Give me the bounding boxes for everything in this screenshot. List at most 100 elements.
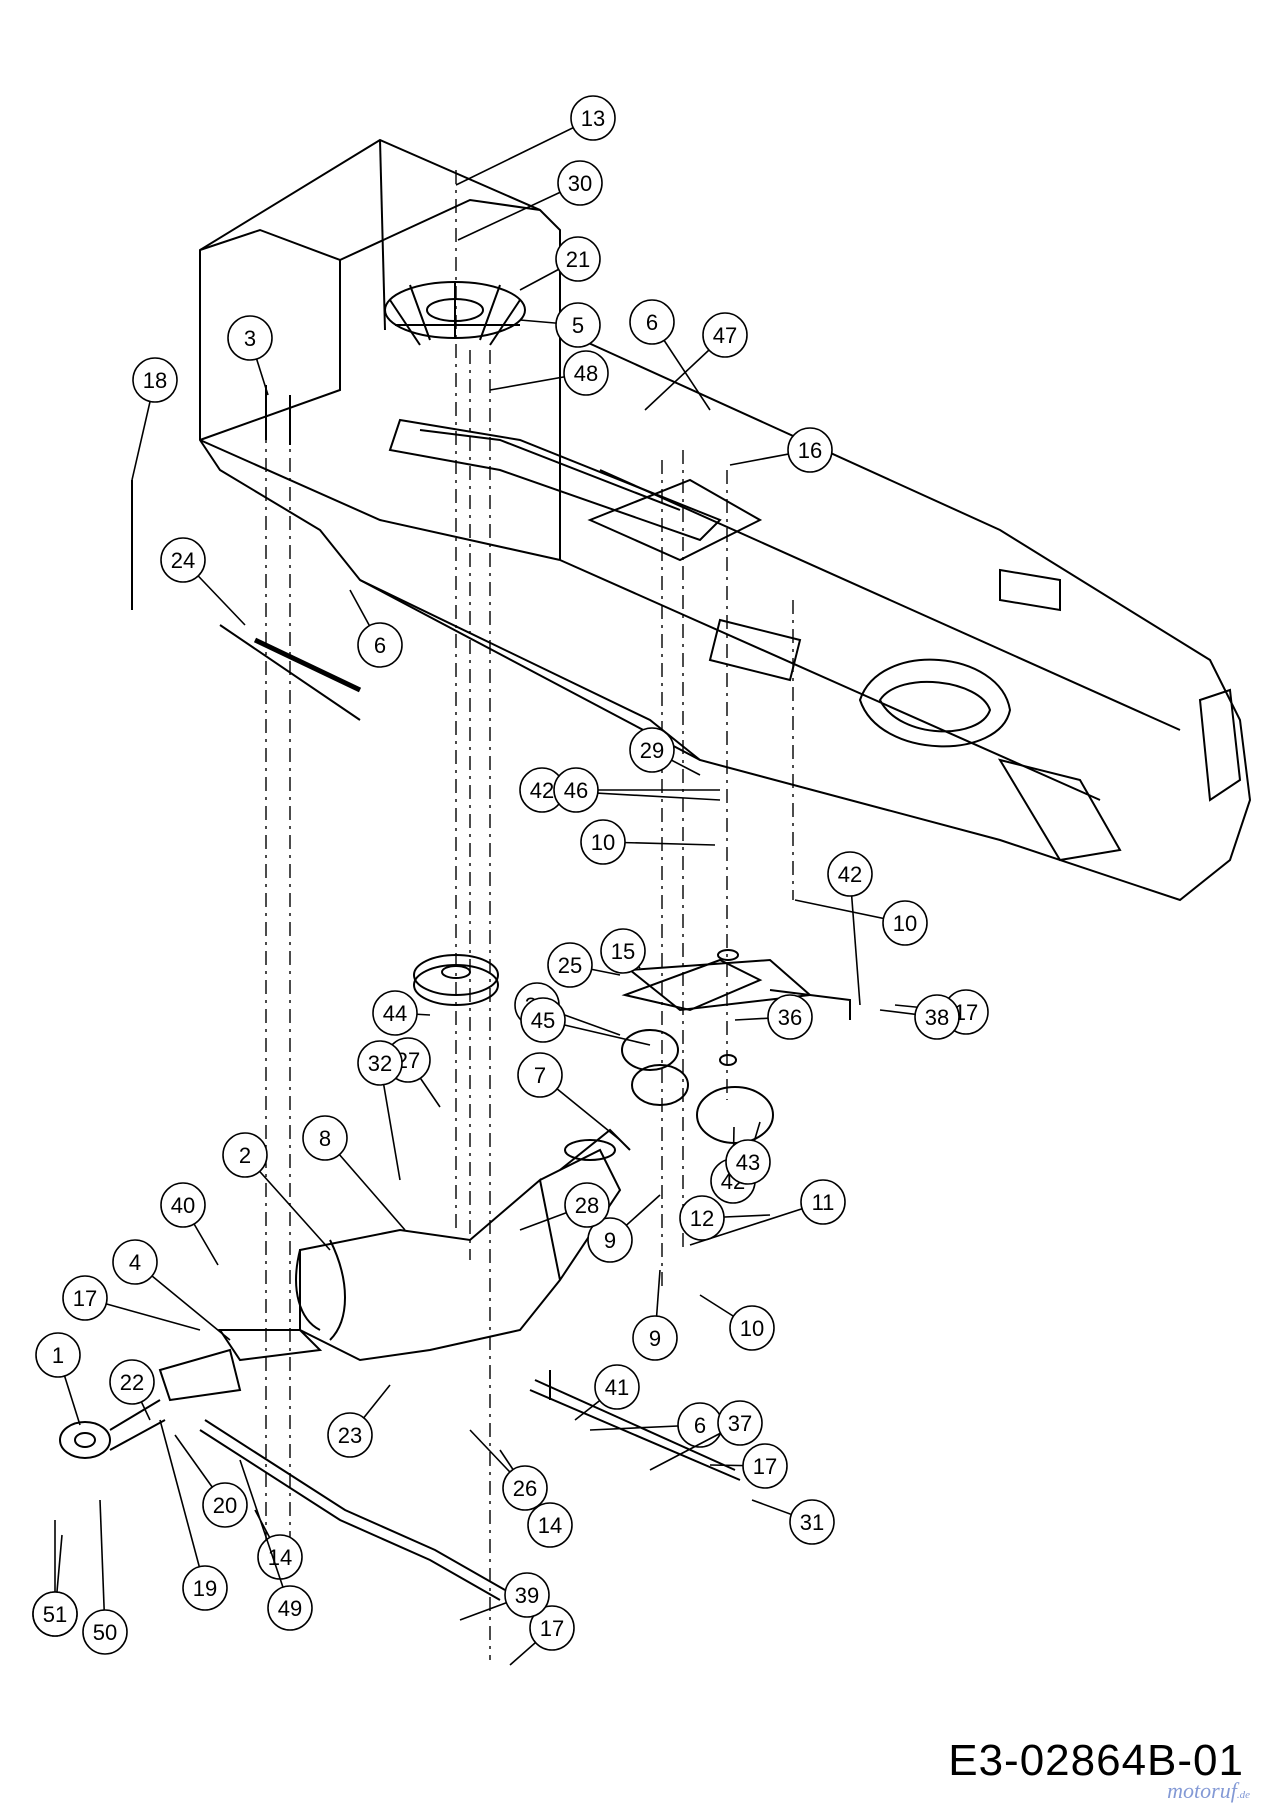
callout-leader [159, 1419, 206, 1589]
callout-label: 43 [736, 1150, 760, 1175]
callout-circle [227, 315, 273, 361]
callout-circle [555, 236, 601, 282]
callout-circle [504, 1572, 550, 1618]
callout-leader [455, 117, 594, 186]
callout-circle [82, 1609, 128, 1655]
callout-label: 41 [605, 1375, 629, 1400]
callout-circle [35, 1332, 81, 1378]
callout-circle [357, 622, 403, 668]
callout-label: 40 [171, 1193, 195, 1218]
callout-circle [372, 990, 418, 1036]
document-code: E3-02864B-01 [948, 1736, 1244, 1785]
callout-circle [717, 1400, 763, 1446]
callout-label: 26 [513, 1476, 537, 1501]
cooling-fan [384, 281, 526, 346]
callout-circle [160, 1182, 206, 1228]
callout-circle [302, 1115, 348, 1161]
callout-label: 9 [649, 1326, 661, 1351]
callout-circle [767, 994, 813, 1040]
dash-centerlines [265, 170, 794, 1660]
callout-label: 42 [838, 862, 862, 887]
callout-label: 4 [129, 1250, 141, 1275]
callout-circle [827, 851, 873, 897]
callout-label: 25 [558, 953, 582, 978]
callout-circle [725, 1139, 771, 1185]
callout-label: 42 [530, 778, 554, 803]
callout-label: 14 [268, 1545, 292, 1570]
callout-label: 12 [690, 1206, 714, 1231]
callout-circle [267, 1585, 313, 1631]
callout-label: 50 [93, 1620, 117, 1645]
callout-circle [600, 928, 646, 974]
callout-circle [112, 1239, 158, 1285]
callout-label: 20 [213, 1493, 237, 1518]
callout-label: 38 [925, 1005, 949, 1030]
callout-label: 15 [611, 939, 635, 964]
callout-label: 44 [383, 1001, 407, 1026]
callout-circle [882, 900, 928, 946]
callout-circle [62, 1275, 108, 1321]
callout-circle [529, 1605, 575, 1651]
callout-circle [729, 1305, 775, 1351]
callout-label: 17 [540, 1616, 564, 1641]
callout-label: 32 [368, 1051, 392, 1076]
callout-circle [914, 994, 960, 1040]
callout-circle [182, 1565, 228, 1611]
callout-label: 23 [338, 1423, 362, 1448]
callout-label: 24 [171, 548, 195, 573]
callout-label: 51 [43, 1602, 67, 1627]
callout-label: 29 [640, 738, 664, 763]
callout-label: 3 [244, 326, 256, 351]
tractor-frame [199, 138, 1252, 902]
callout-circle [632, 1315, 678, 1361]
callout-circle [789, 1499, 835, 1545]
callout-label: 46 [564, 778, 588, 803]
callout-circle [563, 350, 609, 396]
callout-label: 13 [581, 106, 605, 131]
callout-label: 9 [604, 1228, 616, 1253]
callout-circle [629, 299, 675, 345]
callout-circle [570, 95, 616, 141]
callout-label: 31 [800, 1510, 824, 1535]
callout-label: 1 [52, 1343, 64, 1368]
callout-circle [32, 1591, 78, 1637]
callout-label: 21 [566, 247, 590, 272]
callout-circle [679, 1195, 725, 1241]
callout-circle [132, 357, 178, 403]
callout-label: 8 [319, 1126, 331, 1151]
callout-label: 48 [574, 361, 598, 386]
callout-leader [239, 1459, 291, 1609]
watermark: motoruf.de [1167, 1778, 1250, 1804]
callout-circle [109, 1359, 155, 1405]
callout-circle [502, 1465, 548, 1511]
callout-label: 37 [728, 1411, 752, 1436]
callout-circle [327, 1412, 373, 1458]
callout-circle [553, 767, 599, 813]
watermark-text: motoruf [1167, 1778, 1237, 1803]
callout-label: 49 [278, 1596, 302, 1621]
callout-circle [527, 1502, 573, 1548]
callout-label: 10 [893, 911, 917, 936]
callout-label: 28 [575, 1193, 599, 1218]
callout-label: 7 [534, 1063, 546, 1088]
callout-circle [517, 1052, 563, 1098]
callout-label: 47 [713, 323, 737, 348]
callout-circle [547, 942, 593, 988]
callout-label: 45 [531, 1008, 555, 1033]
callout-label: 2 [239, 1143, 251, 1168]
callout-label: 19 [193, 1576, 217, 1601]
callout-label: 18 [143, 368, 167, 393]
callout-label: 17 [753, 1454, 777, 1479]
callout-label: 6 [694, 1413, 706, 1438]
callout-circle [787, 427, 833, 473]
callout-circle [557, 160, 603, 206]
callout-circle [800, 1179, 846, 1225]
callout-circle [564, 1182, 610, 1228]
callout-circle [520, 997, 566, 1043]
callout-label: 39 [515, 1583, 539, 1608]
callout-circle [629, 727, 675, 773]
callout-label: 17 [73, 1286, 97, 1311]
callout-label: 6 [646, 310, 658, 335]
callout-label: 11 [812, 1190, 835, 1215]
